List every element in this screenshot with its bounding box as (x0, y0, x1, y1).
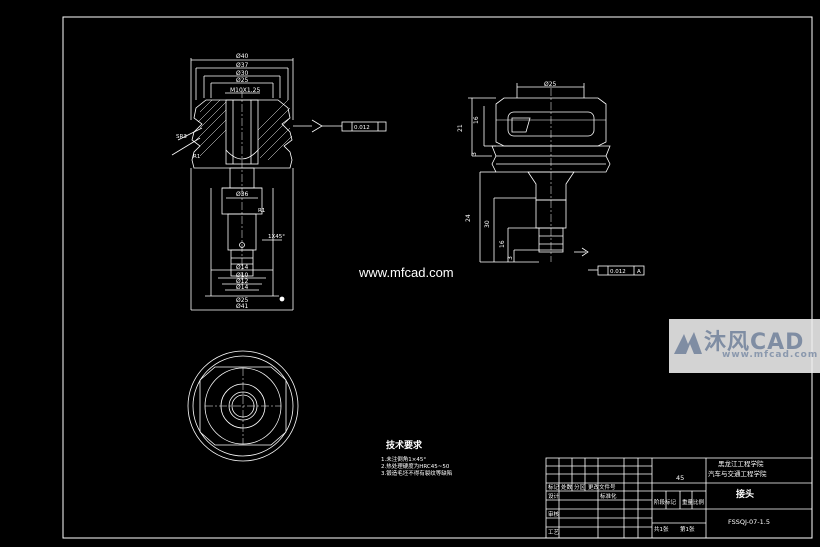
dim-side-4: 30 (484, 220, 491, 228)
tb-process: 工艺 (548, 529, 560, 536)
tb-std: 标准化 (600, 492, 617, 500)
watermark-logo-sub: www.mfcad.com (722, 350, 819, 360)
dim-side-3: 24 (465, 214, 472, 222)
tb-sheets-total: 共1张 (654, 525, 669, 533)
dim-side-5: 16 (499, 240, 506, 248)
tech-line-1: 1.未注倒角1×45° (381, 455, 426, 463)
tb-designer: 设计 (548, 492, 560, 500)
tech-line-3: 3.锻造毛坯不得有裂纹等缺陷 (381, 469, 452, 477)
dim-side-top: Ø25 (544, 81, 557, 88)
dim-front-5: Ø36 (236, 191, 249, 198)
tolerance-front: 0.012 (354, 125, 370, 131)
dim-side-1: 16 (473, 116, 480, 124)
dim-front-sr: SR3 (176, 134, 187, 140)
tb-drawing-no: FSSQJ-07-1.5 (728, 518, 770, 526)
sheet-border (62, 16, 813, 539)
tb-part-name: 接头 (736, 488, 754, 500)
watermark-logo-icon (674, 332, 702, 354)
tb-count: 处数 (561, 483, 573, 491)
dim-side-0: 21 (457, 124, 464, 132)
dim-front-chamfer: 1X45° (268, 234, 285, 240)
tech-title: 技术要求 (386, 439, 423, 451)
watermark-url: www.mfcad.com (358, 265, 454, 280)
tb-scale: 比例 (693, 498, 705, 506)
tb-zone: 分区 (574, 483, 586, 491)
top-view (187, 350, 299, 462)
dim-front-8: Ø12 (236, 278, 249, 285)
tb-stage: 阶段标记 (654, 498, 677, 506)
dim-front-4: M10X1.25 (230, 87, 260, 94)
front-view (171, 58, 387, 311)
dim-front-3: Ø25 (236, 77, 249, 84)
dim-front-r1: R1 (258, 208, 265, 214)
tb-material: 45 (676, 474, 684, 482)
dim-side-2: 3 (471, 152, 478, 156)
tb-rev: 标记 (548, 483, 560, 491)
title-block (545, 457, 813, 539)
dim-front-2: Ø30 (236, 70, 249, 77)
watermark-logo-text: 沐风CAD (704, 330, 805, 355)
tb-school: 黑龙江工程学院 (718, 459, 764, 468)
dim-side-6: 3 (507, 256, 514, 260)
tb-sheet-no: 第1张 (680, 525, 695, 533)
dim-front-9: Ø14 (236, 284, 249, 291)
dim-front-r1b: R1 (193, 154, 200, 160)
tb-weight: 重量 (682, 498, 694, 506)
side-view-dimensions: Ø25 21 16 3 24 30 16 3 0.012 A (457, 81, 641, 275)
title-block-text: 45 黑龙江工程学院 汽车与交通工程学院 接头 FSSQJ-07-1.5 阶段标… (548, 459, 770, 536)
dim-front-10: Ø25 (236, 297, 249, 304)
tech-requirements: 技术要求 1.未注倒角1×45° 2.热处理硬度为HRC45~50 3.锻造毛坯… (381, 439, 452, 477)
dim-front-11: Ø41 (236, 303, 249, 310)
tb-dept: 汽车与交通工程学院 (708, 469, 767, 478)
dim-front-6: Ø14 (236, 264, 249, 271)
tolerance-side: 0.012 (610, 269, 626, 275)
tech-line-2: 2.热处理硬度为HRC45~50 (381, 462, 450, 470)
dim-front-7: Ø10 (236, 272, 249, 279)
side-view (468, 83, 645, 276)
datum-side: A (637, 269, 641, 275)
tb-doc: 更改文件号 (588, 483, 616, 491)
tb-checker: 审核 (548, 510, 560, 518)
dim-front-1: Ø37 (236, 62, 249, 69)
dim-front-0: Ø40 (236, 53, 249, 60)
front-view-dimensions: Ø40 Ø37 Ø30 Ø25 M10X1.25 Ø36 Ø14 Ø10 Ø12… (176, 53, 370, 310)
